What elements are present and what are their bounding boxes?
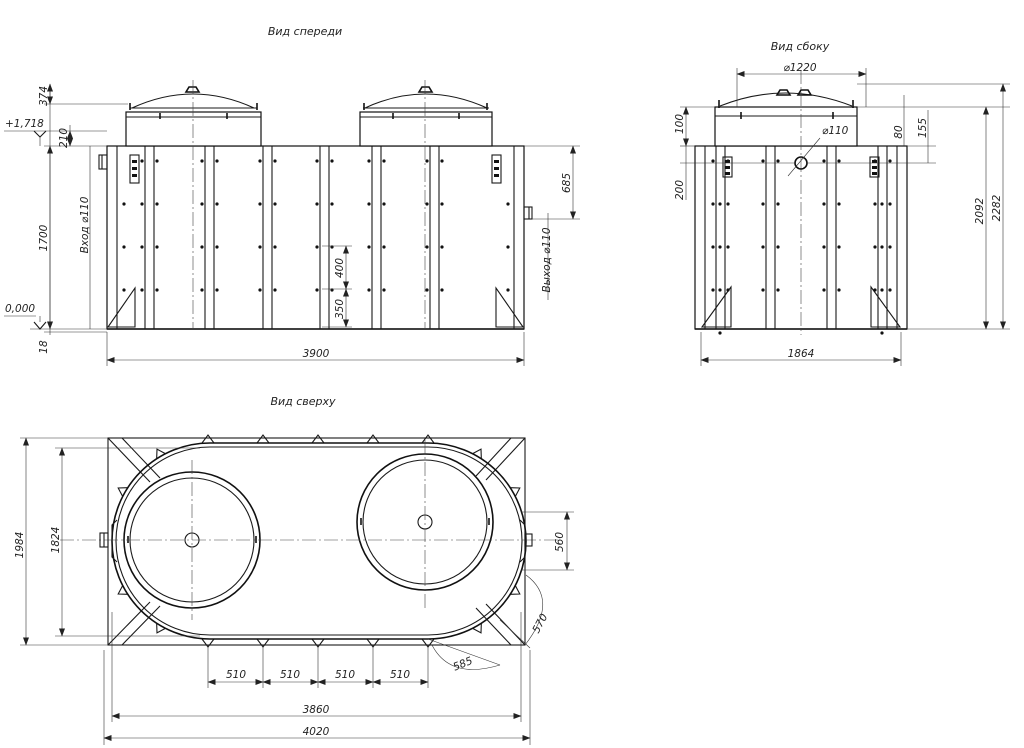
front-rib bbox=[200, 146, 219, 329]
dim-510-4: 510 bbox=[390, 669, 410, 681]
front-lug-left bbox=[129, 154, 140, 184]
front-tank-body bbox=[106, 145, 525, 330]
side-lug-left bbox=[722, 156, 733, 178]
dim-510-2: 510 bbox=[280, 669, 300, 681]
front-gusset-right bbox=[495, 286, 525, 328]
level-top: +1,718 bbox=[5, 118, 44, 130]
dim-510-1: 510 bbox=[226, 669, 246, 681]
front-dome-right bbox=[364, 93, 488, 109]
dim-80: 80 bbox=[893, 125, 905, 139]
dim-350: 350 bbox=[334, 299, 346, 319]
dim-560: 560 bbox=[554, 532, 566, 552]
dim-1824: 1824 bbox=[50, 527, 62, 554]
level-mark-zero bbox=[4, 315, 47, 330]
side-rib bbox=[761, 146, 780, 329]
level-zero: 0,000 bbox=[5, 303, 35, 315]
front-gusset-left bbox=[106, 286, 136, 328]
rib-tab bbox=[472, 448, 482, 459]
dim-3900: 3900 bbox=[303, 348, 330, 360]
front-hatch-left bbox=[125, 111, 262, 147]
front-view: Вид спереди bbox=[4, 25, 580, 366]
front-ribs bbox=[122, 146, 510, 329]
dim-200: 200 bbox=[674, 180, 686, 200]
rib-tab bbox=[156, 448, 166, 459]
dim-374: 374 bbox=[38, 86, 50, 106]
dim-570: 570 bbox=[530, 612, 550, 636]
front-rib bbox=[367, 146, 386, 329]
rib-tab bbox=[366, 434, 380, 444]
top-view: Вид сверху bbox=[14, 395, 574, 745]
side-gusset-right bbox=[870, 285, 902, 328]
front-hatch-right bbox=[359, 111, 493, 147]
dim-2092: 2092 bbox=[974, 197, 986, 224]
front-outlet-pipe bbox=[523, 206, 533, 220]
rib-tab bbox=[510, 585, 521, 595]
dim-18: 18 bbox=[38, 340, 50, 354]
rib-tab bbox=[510, 487, 521, 497]
dim-4020: 4020 bbox=[303, 726, 330, 738]
top-outer-frame bbox=[107, 437, 526, 646]
front-rib bbox=[140, 146, 159, 329]
front-lug-right bbox=[491, 154, 502, 184]
top-tank-shell bbox=[111, 442, 527, 640]
front-inlet-pipe bbox=[98, 154, 108, 170]
dim-155: 155 bbox=[917, 118, 929, 138]
level-mark-top bbox=[4, 130, 47, 146]
side-lug-right bbox=[869, 156, 880, 178]
front-rib bbox=[315, 146, 334, 329]
front-rib bbox=[425, 146, 444, 329]
rib-tab bbox=[156, 623, 166, 634]
outlet-label: Выход ⌀110 bbox=[541, 227, 553, 292]
dim-d110-side: ⌀110 bbox=[822, 125, 849, 137]
front-view-title: Вид спереди bbox=[268, 25, 342, 38]
dim-400: 400 bbox=[334, 258, 346, 278]
inlet-label: Вход ⌀110 bbox=[79, 196, 91, 253]
side-dome bbox=[719, 92, 853, 107]
rib-tab bbox=[117, 585, 128, 595]
rib-tab bbox=[256, 434, 270, 444]
dim-1700: 1700 bbox=[38, 224, 50, 251]
front-knob-right bbox=[417, 86, 434, 93]
dim-d1220: ⌀1220 bbox=[783, 62, 816, 74]
rib-tab bbox=[201, 434, 215, 444]
side-view-title: Вид сбоку bbox=[771, 40, 830, 53]
dim-1864: 1864 bbox=[788, 348, 815, 360]
side-view: Вид сбоку bbox=[674, 40, 1010, 366]
rib-tab bbox=[472, 623, 482, 634]
dim-3860: 3860 bbox=[303, 704, 330, 716]
rib-tab bbox=[311, 434, 325, 444]
top-view-title: Вид сверху bbox=[270, 395, 336, 408]
side-rib bbox=[822, 146, 841, 329]
dim-585: 585 bbox=[451, 655, 474, 674]
dim-2282: 2282 bbox=[991, 194, 1003, 221]
dim-1984: 1984 bbox=[14, 532, 26, 559]
rib-tab bbox=[421, 434, 435, 444]
front-rib bbox=[258, 146, 277, 329]
dim-685: 685 bbox=[561, 173, 573, 193]
top-rib-tabs bbox=[117, 434, 521, 648]
dim-210: 210 bbox=[58, 128, 70, 148]
dim-100: 100 bbox=[674, 114, 686, 134]
front-knob-left bbox=[184, 86, 201, 93]
dim-510-3: 510 bbox=[335, 669, 355, 681]
rib-tab bbox=[117, 487, 128, 497]
top-outlet-pipe bbox=[524, 533, 533, 547]
